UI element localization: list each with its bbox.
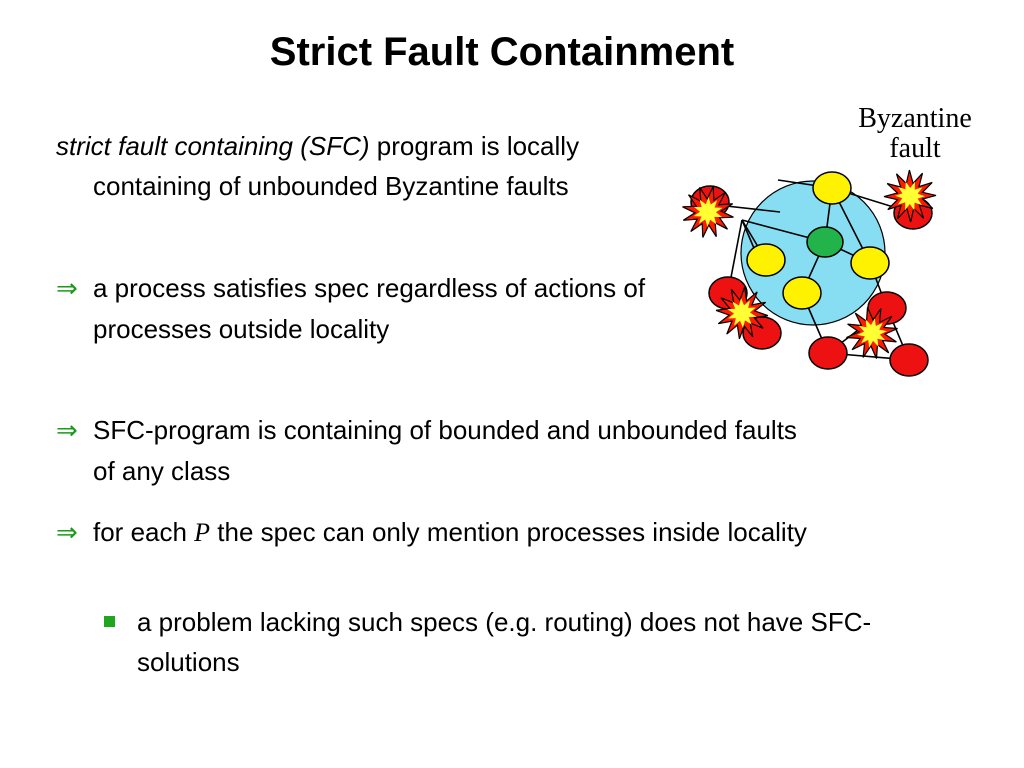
bullet-3-post: the spec can only mention processes insi… (210, 517, 807, 547)
variable-p: P (194, 518, 211, 547)
bullet-2-text: SFC-program is containing of bounded and… (93, 415, 797, 486)
bullet-1-text: a process satisfies spec regardless of a… (93, 273, 646, 344)
process-node (808, 336, 848, 370)
process-node (746, 243, 786, 277)
bullet-2: ⇒ SFC-program is containing of bounded an… (56, 410, 813, 491)
caption-line-1: Byzantine (858, 103, 972, 134)
bullet-1: ⇒ a process satisfies spec regardless of … (56, 268, 673, 349)
sub-bullet: a problem lacking such specs (e.g. routi… (104, 602, 937, 682)
explosion-burst-core-icon (857, 318, 887, 348)
process-node (782, 276, 822, 310)
intro-definition: strict fault containing (SFC) program is… (56, 126, 693, 206)
bullet-3: ⇒ for each P the spec can only mention pr… (56, 512, 883, 553)
implies-arrow-icon: ⇒ (56, 274, 78, 304)
diagram-caption: Byzantine fault (840, 104, 990, 164)
process-node (889, 343, 929, 377)
sfc-term: strict fault containing (SFC) (56, 131, 370, 161)
intro-rest: program is locally containing of unbound… (93, 131, 580, 201)
byzantine-fault-bursts (682, 169, 937, 359)
square-bullet-icon (104, 616, 115, 627)
implies-arrow-icon: ⇒ (56, 518, 78, 548)
slide-title: Strict Fault Containment (269, 30, 735, 74)
caption-line-2: fault (889, 133, 941, 164)
locality-processes (746, 171, 890, 310)
fault-containment-diagram (682, 169, 937, 377)
sub-bullet-text: a problem lacking such specs (e.g. routi… (137, 607, 872, 677)
process-node (812, 171, 852, 205)
explosion-burst-core-icon (693, 197, 723, 227)
bullet-3-pre: for each (93, 517, 195, 547)
explosion-burst-core-icon (727, 298, 757, 328)
explosion-burst-core-icon (895, 181, 925, 211)
center-process-node (806, 226, 844, 258)
implies-arrow-icon: ⇒ (56, 416, 78, 446)
process-node (850, 246, 890, 280)
